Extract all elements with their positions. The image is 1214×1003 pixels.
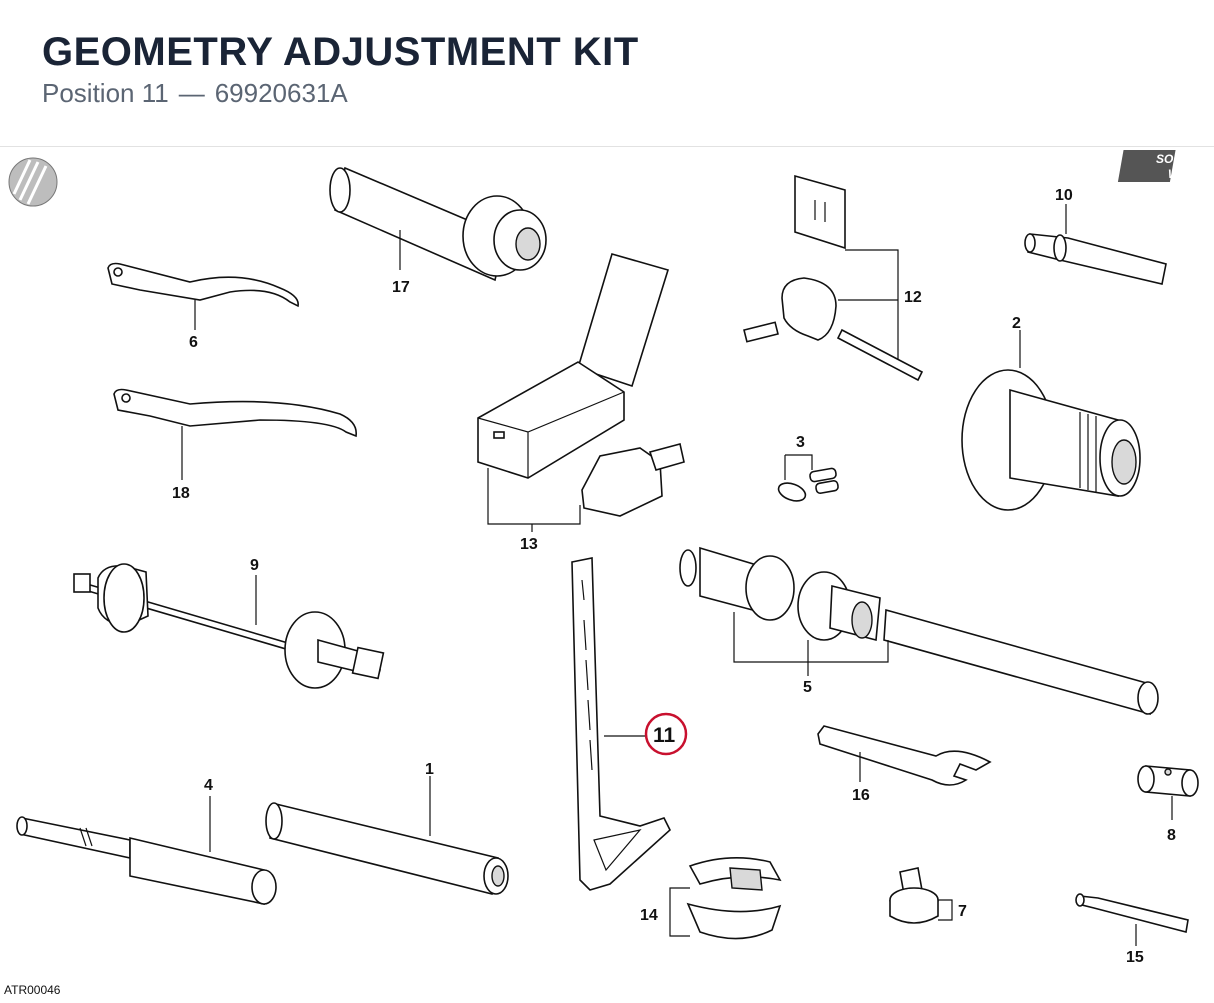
part-12-shim-clamp-set[interactable]: 12 (743, 174, 924, 382)
part-1-cylinder[interactable]: 1 (265, 761, 509, 895)
part-2-flanged-threaded-bushing[interactable]: 2 (961, 315, 1141, 511)
part-number: 69920631A (214, 78, 348, 108)
label-part-10: 10 (1055, 187, 1073, 204)
label-part-6: 6 (189, 334, 198, 351)
logo-text-bottom: WAY (1168, 167, 1195, 181)
label-part-4: 4 (204, 777, 213, 794)
label-part-5: 5 (803, 679, 812, 696)
part-6-hook-wrench[interactable]: 6 (107, 262, 299, 352)
highlight-callout-circle (644, 712, 688, 756)
softway-logo-icon: SOFT WAY (1117, 150, 1195, 182)
part-15-pin[interactable]: 15 (1075, 893, 1189, 966)
page-subtitle: Position 11 — 69920631A (42, 78, 348, 109)
label-part-8: 8 (1167, 827, 1176, 844)
label-part-12: 12 (904, 289, 922, 306)
label-part-13: 13 (520, 536, 538, 553)
label-part-16: 16 (852, 787, 870, 804)
label-part-17: 17 (392, 279, 410, 296)
page-title: GEOMETRY ADJUSTMENT KIT (42, 30, 639, 74)
label-part-14: 14 (640, 907, 658, 924)
label-part-9: 9 (250, 557, 259, 574)
part-11-gauge-bar[interactable]: 11 (571, 557, 688, 891)
position-text: Position 11 (42, 78, 169, 108)
label-part-2: 2 (1012, 315, 1021, 332)
label-part-3: 3 (796, 434, 805, 451)
label-part-11: 11 (653, 724, 676, 747)
part-14-split-bushing[interactable]: 14 (640, 857, 782, 940)
label-part-1: 1 (425, 761, 434, 778)
part-3-link-set[interactable]: 3 (776, 434, 839, 504)
label-part-7: 7 (958, 903, 967, 920)
part-17-bushing[interactable]: 17 (329, 166, 547, 296)
header-divider (0, 146, 1214, 147)
part-8-sleeve[interactable]: 8 (1137, 765, 1199, 844)
brand-logo-icon (8, 157, 58, 207)
logo-text-top: SOFT (1156, 152, 1190, 166)
part-9-extractor-rod[interactable]: 9 (73, 557, 385, 689)
part-4-pin-with-sleeve[interactable]: 4 (16, 777, 277, 905)
part-16-open-wrench[interactable]: 16 (817, 725, 992, 804)
label-part-18: 18 (172, 485, 190, 502)
label-part-15: 15 (1126, 949, 1144, 966)
part-13-case-with-gauge[interactable]: 13 (477, 253, 685, 553)
diagram-code: ATR00046 (4, 983, 61, 997)
part-18-hook-wrench[interactable]: 18 (113, 388, 357, 503)
subtitle-separator: — (178, 78, 205, 108)
part-10-pin[interactable]: 10 (1024, 187, 1167, 285)
part-7-adjuster[interactable]: 7 (889, 867, 967, 924)
part-5-bushing-set[interactable]: 5 (679, 546, 1159, 716)
